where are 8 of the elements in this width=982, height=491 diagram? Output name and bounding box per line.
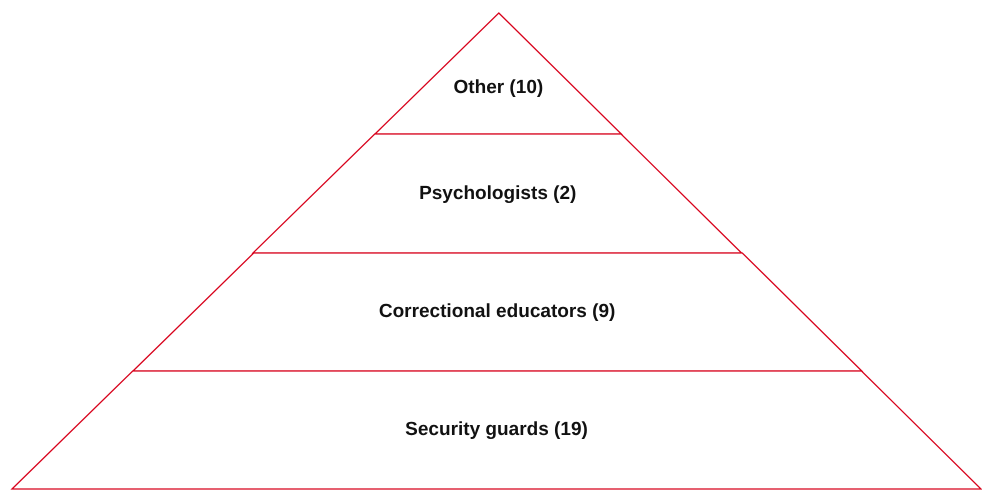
pyramid-tier bbox=[132, 253, 862, 371]
tier-label: Correctional educators (9) bbox=[378, 301, 616, 323]
pyramid-apex bbox=[375, 13, 622, 134]
tier-label: Other (10) bbox=[453, 77, 544, 100]
pyramid-tier bbox=[253, 134, 742, 253]
pyramid-tier bbox=[12, 371, 981, 489]
tier-label: Security guards (19) bbox=[405, 419, 588, 441]
tier-label: Psychologists (2) bbox=[419, 182, 576, 204]
